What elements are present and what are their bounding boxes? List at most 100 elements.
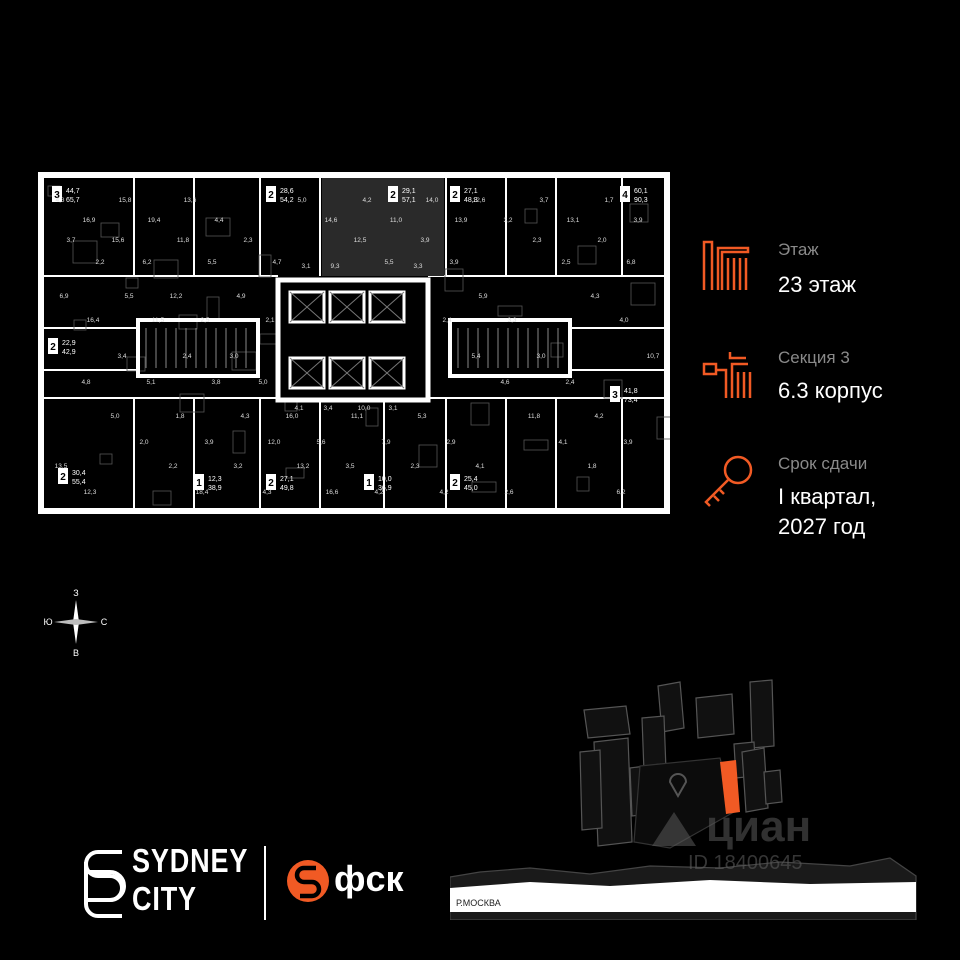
location-pin-icon: [668, 773, 688, 799]
room-area-label: 13,9: [455, 217, 468, 224]
deadline-value-line1: I квартал,: [778, 484, 877, 509]
room-area-label: 5,5: [207, 259, 216, 266]
compass-south: В: [73, 648, 79, 658]
floor-label: Этаж: [778, 240, 819, 259]
apartment-area: 41,8: [624, 388, 638, 395]
room-area-label: 5,3: [417, 413, 426, 420]
apartment-total: 90,3: [634, 197, 648, 204]
apartment-area: 28,6: [280, 188, 294, 195]
watermark-brand: циан: [652, 802, 811, 852]
apartment-area: 22,9: [62, 340, 76, 347]
apartment-total: 65,7: [66, 197, 80, 204]
room-area-label: 4,2: [439, 489, 448, 496]
room-area-label: 2,1: [265, 317, 274, 324]
room-area-label: 3,3: [507, 317, 516, 324]
apartment-area: 44,7: [66, 188, 80, 195]
sydney-logo-line1: SYDNEY: [132, 842, 249, 879]
room-area-label: 5,9: [478, 293, 487, 300]
room-area-label: 2,4: [442, 317, 451, 324]
room-area-label: 2,3: [243, 237, 252, 244]
apartment-total: 36,9: [378, 485, 392, 492]
watermark-logo-icon: [652, 812, 696, 847]
apartment-area: 30,4: [72, 470, 86, 477]
room-area-label: 19,4: [148, 217, 161, 224]
room-area-label: 2,6: [504, 489, 513, 496]
room-area-label: 16,0: [286, 413, 299, 420]
room-area-label: 2,0: [139, 439, 148, 446]
apartment-total: 55,4: [72, 479, 86, 486]
room-area-label: 13,1: [567, 217, 580, 224]
room-area-label: 5,0: [297, 197, 306, 204]
room-area-label: 12,2: [170, 293, 183, 300]
floor-value: 23 этаж: [778, 272, 857, 297]
room-area-label: 2,5: [200, 317, 209, 324]
apartment-area: 29,1: [402, 188, 416, 195]
apartment-area: 12,3: [208, 476, 222, 483]
room-area-label: 4,1: [475, 463, 484, 470]
apartment-rooms: 1: [196, 478, 202, 489]
room-area-label: 14,0: [426, 197, 439, 204]
room-area-label: 6,2: [142, 259, 151, 266]
room-area-label: 12,5: [354, 237, 367, 244]
room-area-label: 3,2: [503, 217, 512, 224]
room-area-label: 3,7: [539, 197, 548, 204]
room-area-label: 3,4: [117, 353, 126, 360]
room-area-label: 15,8: [119, 197, 132, 204]
room-area-label: 16,6: [326, 489, 339, 496]
room-area-label: 13,5: [55, 463, 68, 470]
room-area-label: 2,9: [446, 439, 455, 446]
watermark-id: ID 18400645: [688, 852, 803, 874]
apartment-rooms: 2: [268, 478, 274, 489]
room-area-label: 4,7: [272, 259, 281, 266]
apartment-total: 54,2: [280, 197, 294, 204]
room-area-label: 3,2: [233, 463, 242, 470]
compass: З Ю С В: [43, 588, 108, 658]
room-area-label: 11,5: [152, 317, 165, 324]
room-area-label: 5,0: [258, 379, 267, 386]
apartment-rooms: 2: [452, 190, 458, 201]
room-area-label: 2,5: [561, 259, 570, 266]
room-area-label: 3,9: [633, 217, 642, 224]
section-value: 6.3 корпус: [778, 378, 883, 403]
room-area-label: 4,4: [214, 217, 223, 224]
room-area-label: 3,0: [229, 353, 238, 360]
room-area-label: 12,6: [473, 197, 486, 204]
deadline-value-line2: 2027 год: [778, 514, 866, 539]
room-area-label: 3,1: [301, 263, 310, 270]
room-area-label: 4,9: [236, 293, 245, 300]
room-area-label: 2,0: [597, 237, 606, 244]
key-icon: [704, 455, 753, 507]
apartment-total: 38,9: [208, 485, 222, 492]
room-area-label: 3,1: [388, 405, 397, 412]
river: [450, 880, 916, 912]
apartment-rooms: 4: [622, 190, 628, 201]
room-area-label: 13,6: [184, 197, 197, 204]
room-area-label: 6,9: [59, 293, 68, 300]
compass-east: С: [101, 617, 108, 627]
room-area-label: 5,5: [384, 259, 393, 266]
room-area-label: 11,8: [177, 237, 190, 244]
sydney-city-logo: SYDNEY CITY: [132, 842, 248, 918]
location-map: Р.МОСКВА: [450, 679, 917, 920]
compass-north: З: [73, 588, 78, 598]
room-area-label: 11,8: [528, 413, 541, 420]
apartment-rooms: 2: [452, 478, 458, 489]
apartment-total: 49,8: [280, 485, 294, 492]
room-area-label: 6,8: [626, 259, 635, 266]
room-area-label: 15,6: [112, 237, 125, 244]
room-area-label: 4,3: [262, 489, 271, 496]
deadline-label: Срок сдачи: [778, 454, 868, 473]
apartment-total: 73,4: [624, 397, 638, 404]
room-area-label: 5,5: [124, 293, 133, 300]
room-area-label: 2,2: [168, 463, 177, 470]
logo-divider: [264, 846, 266, 920]
room-area-label: 4,3: [55, 197, 64, 204]
apartment-area: 25,4: [464, 476, 478, 483]
